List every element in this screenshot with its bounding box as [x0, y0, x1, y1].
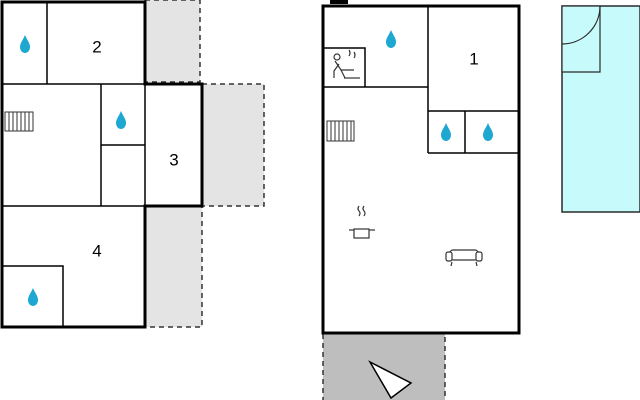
room-3-label: 3: [169, 150, 178, 169]
room-2-label: 2: [92, 37, 101, 56]
stairs-icon: [4, 111, 34, 132]
terrace-bottom: [144, 205, 203, 328]
right-building-interior-walls: [323, 6, 519, 154]
chimney-marker: [330, 0, 348, 4]
terrace-top: [144, 0, 201, 83]
right-building-outline: [321, 4, 521, 335]
pool-ladder-arc: [561, 5, 601, 45]
sofa-icon: [445, 249, 483, 267]
room-4-label: 4: [92, 241, 101, 260]
terrace-right: [201, 83, 265, 207]
sauna-icon: [333, 49, 360, 79]
cooking-pot-icon: [349, 205, 375, 239]
paved-entrance-area: [322, 332, 446, 400]
left-building-interior-walls: [2, 2, 146, 327]
north-arrow-icon: [368, 360, 413, 400]
room-1-label: 1: [469, 49, 478, 68]
stairs-icon: [326, 120, 355, 142]
